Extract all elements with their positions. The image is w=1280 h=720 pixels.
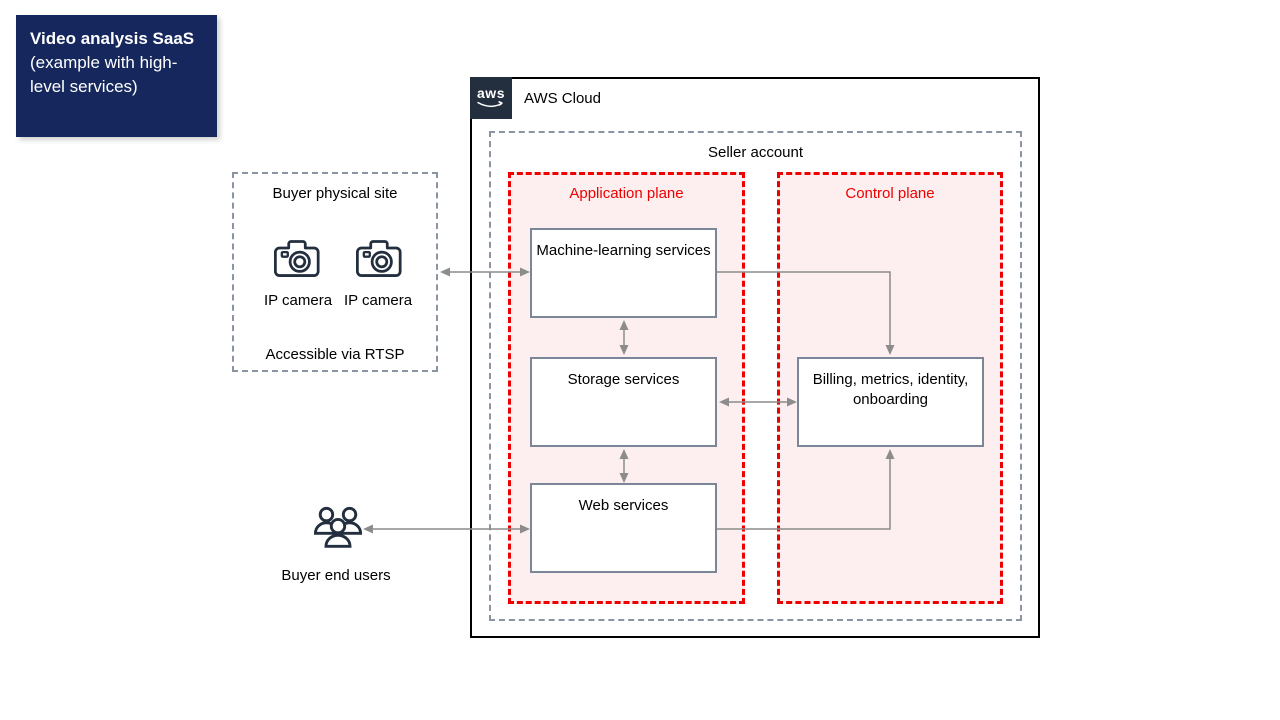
application-plane-label: Application plane — [569, 185, 684, 202]
aws-logo-icon: aws — [470, 77, 512, 119]
billing-metrics-identity-onboarding-box: Billing, metrics, identity, onboarding — [797, 357, 984, 447]
storage-services-box: Storage services — [530, 357, 717, 447]
buyer-site-footer-label: Accessible via RTSP — [265, 346, 405, 363]
ip-camera-label: IP camera — [343, 292, 413, 309]
buyer-physical-site-label: Buyer physical site — [272, 185, 398, 202]
diagram-title-rest: (example with high-level services) — [30, 53, 178, 96]
diagram-title: Video analysis SaaS (example with high-l… — [16, 15, 217, 137]
aws-cloud-label: AWS Cloud — [524, 90, 601, 107]
buyer-physical-site-region — [232, 172, 438, 372]
seller-account-label: Seller account — [707, 144, 804, 161]
control-plane-label: Control plane — [845, 185, 935, 202]
ip-camera-label: IP camera — [263, 292, 333, 309]
buyer-end-users-icon — [313, 506, 363, 548]
web-services-box: Web services — [530, 483, 717, 573]
machine-learning-services-box: Machine-learning services — [530, 228, 717, 318]
ip-camera-icon — [356, 240, 402, 277]
diagram-title-bold: Video analysis SaaS — [30, 29, 195, 48]
ip-camera-icon — [274, 240, 320, 277]
aws-logo-text: aws — [477, 84, 505, 101]
buyer-end-users-label: Buyer end users — [281, 567, 391, 584]
aws-smile-icon — [477, 100, 503, 107]
